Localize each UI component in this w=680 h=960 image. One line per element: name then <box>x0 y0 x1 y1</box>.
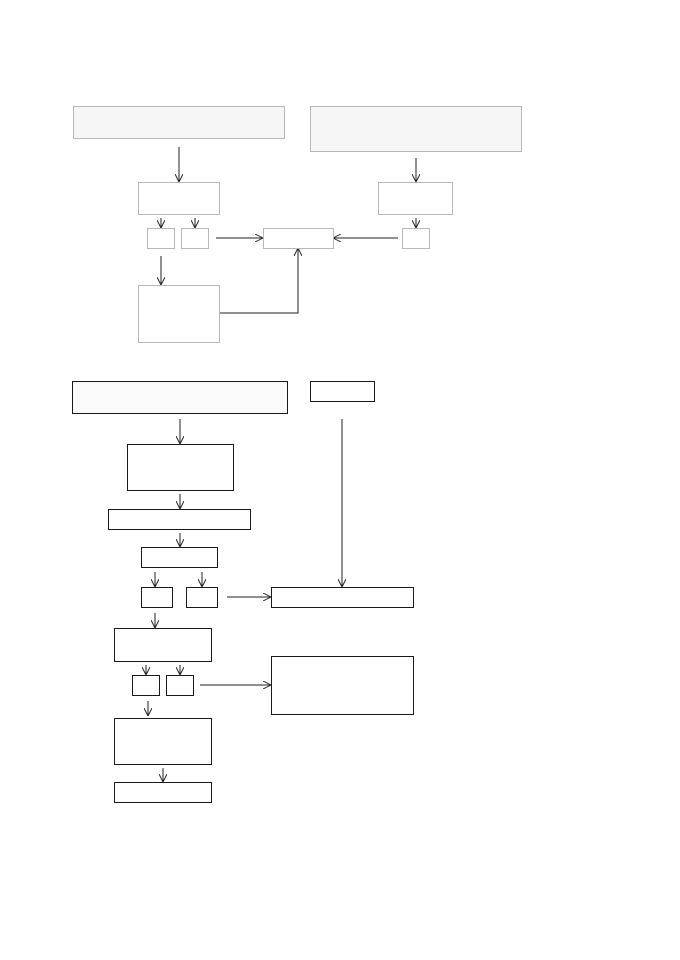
edges-layer <box>146 147 416 782</box>
flow-node-box <box>127 444 234 491</box>
flow-node-a7 <box>402 228 430 249</box>
flow-node-box <box>271 587 414 608</box>
flow-node-b4 <box>108 509 251 530</box>
flow-node-b2 <box>310 381 375 402</box>
flow-node-box <box>73 106 285 139</box>
flow-node-b7 <box>186 587 218 608</box>
flow-node-box <box>186 587 218 608</box>
flow-node-b13 <box>114 718 212 765</box>
flow-node-box <box>114 782 212 803</box>
nodes-layer <box>72 106 522 803</box>
flow-node-box <box>114 718 212 765</box>
flow-node-box <box>147 228 175 249</box>
flow-node-box <box>263 228 334 249</box>
flow-node-b9 <box>114 628 212 662</box>
flow-node-b6 <box>141 587 173 608</box>
flow-node-b12 <box>271 656 414 715</box>
flow-node-a2 <box>310 106 522 152</box>
flow-node-a5 <box>147 228 175 249</box>
flow-node-a3 <box>138 182 220 215</box>
flow-node-box <box>72 381 288 414</box>
flow-node-b14 <box>114 782 212 803</box>
flow-node-box <box>114 628 212 662</box>
flow-node-box <box>181 228 209 249</box>
flow-node-box <box>310 106 522 152</box>
flow-node-a1 <box>73 106 285 139</box>
flow-node-b10 <box>132 675 160 696</box>
flow-node-box <box>141 587 173 608</box>
flow-node-box <box>141 547 218 568</box>
flow-node-box <box>310 381 375 402</box>
flow-node-box <box>166 675 194 696</box>
flow-node-b1 <box>72 381 288 414</box>
flow-node-box <box>138 285 220 343</box>
arrow-a9-to-a8 <box>219 248 298 314</box>
flow-node-box <box>271 656 414 715</box>
flow-node-box <box>108 509 251 530</box>
flow-node-box <box>378 182 453 215</box>
flow-node-a9 <box>138 285 220 343</box>
flow-node-b5 <box>141 547 218 568</box>
flow-node-b8 <box>271 587 414 608</box>
flow-node-b11 <box>166 675 194 696</box>
flow-node-box <box>402 228 430 249</box>
flow-node-a8 <box>263 228 334 249</box>
flow-node-b3 <box>127 444 234 491</box>
flow-node-box <box>132 675 160 696</box>
flow-node-a4 <box>378 182 453 215</box>
flow-node-box <box>138 182 220 215</box>
flow-node-a6 <box>181 228 209 249</box>
